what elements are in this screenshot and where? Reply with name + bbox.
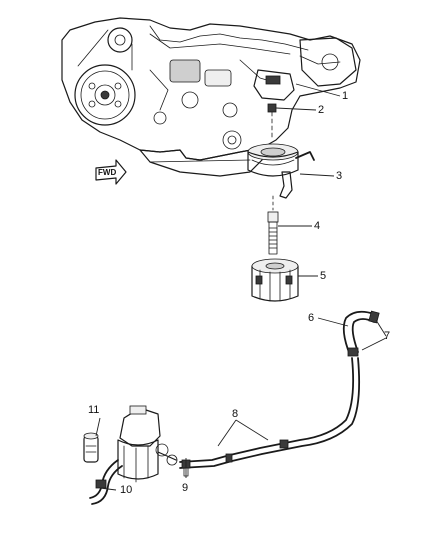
sleeve-11 <box>83 432 99 463</box>
callout-1: 1 <box>342 90 349 102</box>
filter-housing-10 <box>89 405 177 505</box>
callout-3: 3 <box>336 170 343 182</box>
callout-11: 11 <box>88 404 100 416</box>
callout-8: 8 <box>232 408 239 420</box>
fwd-label: FWD <box>98 168 117 177</box>
fitting-2 <box>267 103 277 141</box>
callout-10: 10 <box>120 484 133 496</box>
fwd-arrow <box>95 159 127 185</box>
callout-2: 2 <box>318 104 325 116</box>
leader-lines <box>95 83 387 491</box>
callout-6: 6 <box>308 312 315 324</box>
callout-9: 9 <box>182 482 189 494</box>
connector-4 <box>267 195 279 255</box>
callout-7: 7 <box>384 330 391 342</box>
oil-cooler-3 <box>247 143 315 199</box>
oil-filter-5 <box>251 258 299 302</box>
tube-8 <box>179 357 361 469</box>
callout-5: 5 <box>320 270 327 282</box>
engine-assembly <box>61 17 361 177</box>
callout-4: 4 <box>314 220 321 232</box>
hose-6 <box>342 310 380 357</box>
